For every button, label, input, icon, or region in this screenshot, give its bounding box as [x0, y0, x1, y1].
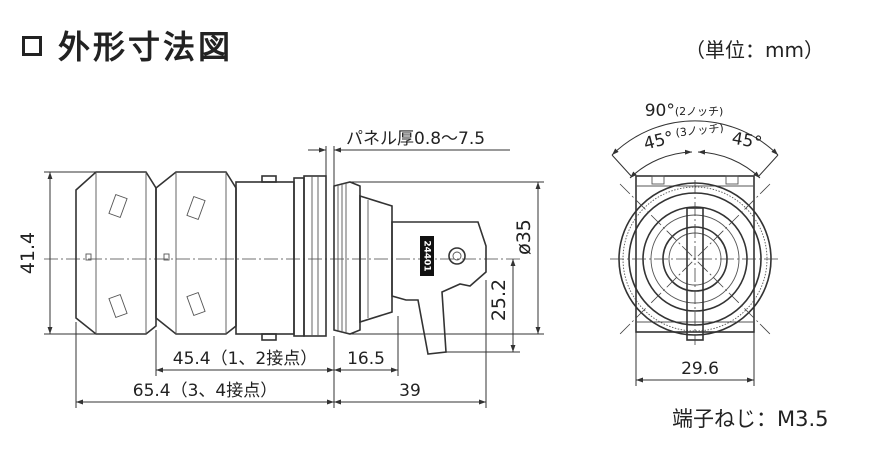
angle-total-label: 90°(2ノッチ) — [645, 101, 724, 121]
width-label: 29.6 — [681, 359, 719, 379]
diameter-label: ø35 — [513, 219, 535, 255]
angle-left-label: 45° — [642, 128, 676, 155]
angle-dims: 90°(2ノッチ) 45° (3ノッチ) 45° — [611, 101, 779, 179]
lever-offset-label: 25.2 — [488, 279, 510, 321]
title-square-icon — [22, 36, 42, 56]
height-dim: 41.4 — [17, 171, 96, 335]
depth-34-label: 65.4（3、4接点） — [133, 381, 277, 401]
unit-label: （単位：mm） — [685, 38, 824, 62]
front-label: 39 — [399, 381, 421, 401]
angle-total-note: (2ノッチ) — [675, 105, 723, 118]
front-view: 90°(2ノッチ) 45° (3ノッチ) 45° 29.6 — [610, 101, 780, 386]
title-row: 外形寸法図 — [22, 22, 233, 68]
width-dim: 29.6 — [635, 332, 755, 386]
depth-12-label: 45.4（1、2接点） — [173, 349, 317, 369]
angle-mid-note: (3ノッチ) — [675, 122, 724, 140]
contact-block-front — [155, 171, 237, 335]
bezel — [333, 181, 393, 335]
lever-offset-dim: 25.2 — [446, 259, 520, 353]
bezel-label: 16.5 — [347, 349, 385, 369]
page-title: 外形寸法図 — [58, 28, 234, 66]
contact-block-rear — [75, 171, 157, 335]
depth-dims: 45.4（1、2接点） 16.5 65.4（3、4接点） 39 — [75, 280, 487, 408]
side-view: 24401 パネル厚0.8～7.5 41.4 ø35 — [17, 129, 544, 408]
terminal-screw-label: 端子ねじ：M3.5 — [672, 407, 829, 431]
panel-thickness-dim: パネル厚0.8～7.5 — [308, 129, 510, 186]
selector-lever: 24401 — [391, 221, 487, 355]
switch-body — [235, 175, 327, 341]
lever-mark: 24401 — [422, 240, 432, 271]
diameter-dim: ø35 — [350, 181, 544, 335]
angle-right-label: 45° — [730, 129, 763, 154]
panel-thickness-label: パネル厚0.8～7.5 — [346, 129, 485, 149]
height-label: 41.4 — [17, 232, 39, 274]
angle-total-value: 90° — [645, 101, 675, 121]
